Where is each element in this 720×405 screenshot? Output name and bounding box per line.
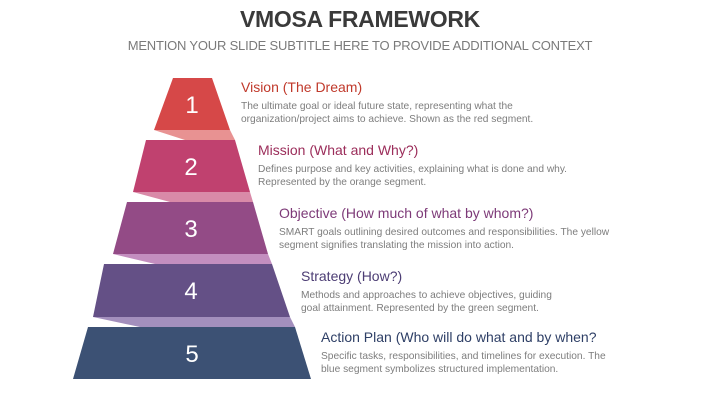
connector-1-2 [154, 130, 235, 140]
segment-number-2: 2 [184, 154, 197, 181]
pyramid-segment-2: 2 [133, 140, 250, 192]
level-mission: Mission (What and Why?) Defines purpose … [258, 142, 568, 189]
level-vision: Vision (The Dream) The ultimate goal or … [241, 79, 561, 126]
segment-number-3: 3 [184, 216, 197, 243]
pyramid-segment-3: 3 [113, 202, 268, 254]
level-strategy: Strategy (How?) Methods and approaches t… [301, 268, 571, 315]
level-title: Mission (What and Why?) [258, 142, 419, 158]
level-description: Methods and approaches to achieve object… [301, 290, 552, 314]
connector-2-3 [133, 192, 253, 202]
connector-3-4 [113, 254, 272, 264]
connector-4-5 [93, 317, 295, 327]
pyramid-segment-1: 1 [154, 78, 230, 130]
segment-number-5: 5 [185, 341, 198, 368]
level-description: Specific tasks, responsibilities, and ti… [321, 351, 606, 375]
level-title: Action Plan (Who will do what and by whe… [321, 329, 597, 345]
segment-number-4: 4 [184, 278, 197, 305]
level-title: Strategy (How?) [301, 268, 403, 284]
slide-subtitle: MENTION YOUR SLIDE SUBTITLE HERE TO PROV… [127, 38, 593, 53]
segment-number-1: 1 [185, 92, 198, 119]
slide-title: VMOSA FRAMEWORK [240, 6, 480, 32]
level-description: The ultimate goal or ideal future state,… [241, 101, 534, 125]
level-title: Objective (How much of what by whom?) [279, 205, 534, 221]
level-title: Vision (The Dream) [241, 79, 363, 95]
level-description: Defines purpose and key activities, expl… [258, 164, 568, 188]
level-objective: Objective (How much of what by whom?) SM… [279, 205, 624, 252]
pyramid-segment-5: 5 [73, 327, 311, 379]
level-description: SMART goals outlining desired outcomes a… [279, 227, 610, 251]
level-action-plan: Action Plan (Who will do what and by whe… [321, 329, 611, 376]
pyramid-segment-4: 4 [93, 264, 290, 317]
